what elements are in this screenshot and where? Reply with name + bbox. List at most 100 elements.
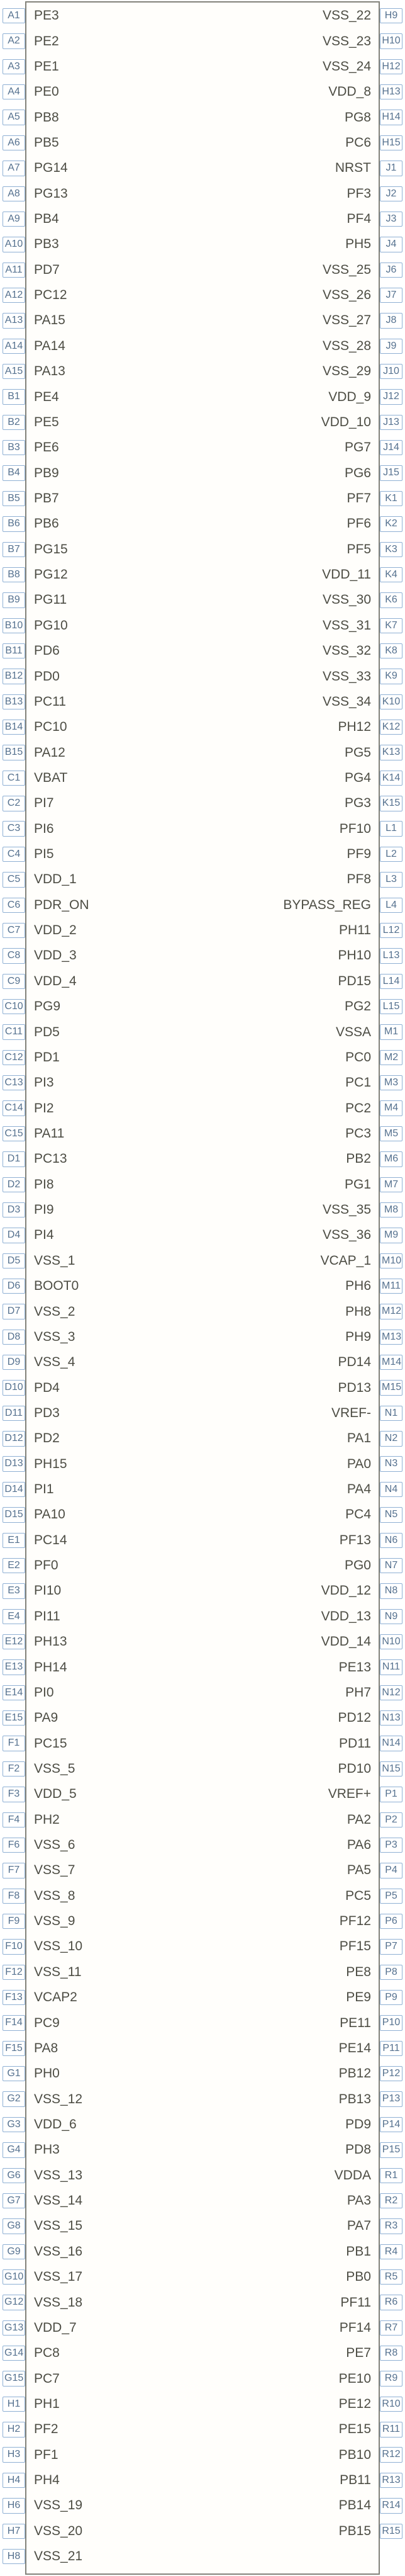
pin-label: VDD_13 bbox=[321, 1608, 371, 1624]
pin-number: D3 bbox=[3, 1202, 25, 1218]
pin-number: R14 bbox=[380, 2498, 402, 2514]
pin-label: PC12 bbox=[34, 288, 67, 303]
pin-label: VDD_2 bbox=[34, 923, 77, 938]
pin-number: M1 bbox=[380, 1024, 402, 1040]
pin-number: R5 bbox=[380, 2269, 402, 2285]
symbol-body-outline bbox=[25, 1, 380, 2575]
pin-label: PF9 bbox=[347, 847, 371, 862]
pin-label: VDD_7 bbox=[34, 2320, 77, 2335]
pin-number: N11 bbox=[380, 1659, 402, 1675]
pin-number: A5 bbox=[3, 110, 25, 125]
pin-label: PA14 bbox=[34, 338, 65, 353]
pin-label: VSS_20 bbox=[34, 2523, 83, 2538]
pin-number: A15 bbox=[3, 364, 25, 380]
pin-number: A10 bbox=[3, 237, 25, 252]
pin-label: PE0 bbox=[34, 84, 59, 99]
pin-label: PE2 bbox=[34, 33, 59, 48]
pin-number: H15 bbox=[380, 135, 402, 151]
pin-number: K12 bbox=[380, 720, 402, 735]
pin-number: P10 bbox=[380, 2015, 402, 2031]
pin-label: VDD_9 bbox=[328, 389, 371, 404]
pin-label: PD11 bbox=[339, 1736, 371, 1751]
pin-label: PC6 bbox=[345, 135, 371, 150]
pin-label: VDD_10 bbox=[321, 414, 371, 429]
pin-label: PE7 bbox=[346, 2346, 371, 2361]
pin-number: F4 bbox=[3, 1812, 25, 1827]
pin-number: A4 bbox=[3, 84, 25, 100]
pin-number: K4 bbox=[380, 567, 402, 583]
pin-label: PA13 bbox=[34, 364, 65, 379]
pin-number: D5 bbox=[3, 1253, 25, 1268]
pin-label: PI1 bbox=[34, 1482, 54, 1497]
pin-number: K15 bbox=[380, 796, 402, 811]
pin-number: K3 bbox=[380, 541, 402, 557]
pin-label: VSS_29 bbox=[322, 364, 371, 379]
pin-number: A12 bbox=[3, 287, 25, 303]
pin-number: P14 bbox=[380, 2116, 402, 2133]
pin-label: PB11 bbox=[340, 2473, 371, 2488]
pin-label: PI8 bbox=[34, 1177, 54, 1192]
pin-label: VDD_6 bbox=[34, 2117, 77, 2132]
pin-number: L14 bbox=[380, 973, 402, 990]
pin-label: PF6 bbox=[347, 516, 371, 531]
pin-label: VSS_9 bbox=[34, 1914, 75, 1929]
pin-label: PH3 bbox=[34, 2142, 60, 2157]
pin-number: F6 bbox=[3, 1837, 25, 1853]
pin-label: PA9 bbox=[34, 1710, 58, 1726]
pin-label: VSS_35 bbox=[322, 1202, 371, 1217]
pin-label: PA8 bbox=[34, 2040, 58, 2055]
pin-label: VSS_5 bbox=[34, 1761, 75, 1776]
pin-number: B11 bbox=[3, 643, 25, 659]
pin-number: D2 bbox=[3, 1177, 25, 1192]
pin-number: C13 bbox=[3, 1075, 25, 1091]
pin-label: PG9 bbox=[34, 999, 61, 1014]
pin-number: J12 bbox=[380, 389, 402, 405]
pin-number: J4 bbox=[380, 237, 402, 252]
pin-label: PF7 bbox=[347, 491, 371, 506]
pin-label: PH4 bbox=[34, 2473, 60, 2488]
pin-number: L1 bbox=[380, 821, 402, 837]
pin-label: PF8 bbox=[347, 872, 371, 887]
pin-number: J1 bbox=[380, 161, 402, 176]
pin-label: PH9 bbox=[345, 1329, 371, 1344]
pin-number: F14 bbox=[3, 2015, 25, 2031]
pin-number: G6 bbox=[3, 2167, 25, 2183]
pin-label: VSS_16 bbox=[34, 2244, 83, 2259]
pin-number: B1 bbox=[3, 389, 25, 405]
pin-label: PF1 bbox=[34, 2447, 58, 2462]
pin-label: VSS_21 bbox=[34, 2549, 83, 2564]
